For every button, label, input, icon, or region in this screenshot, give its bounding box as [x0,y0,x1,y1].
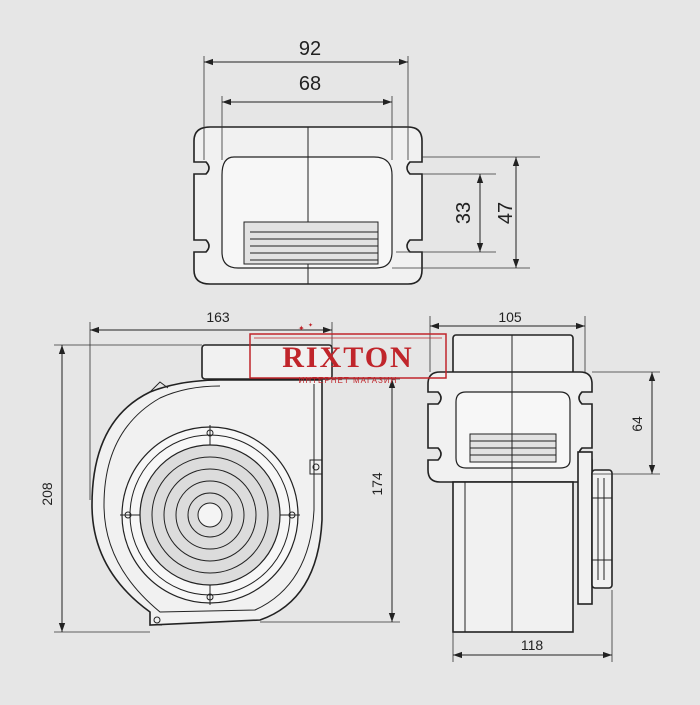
dimension-label-33: 33 [453,202,475,224]
dimension-top-outer-height: 47 [392,156,540,269]
dimension-side-width: 105 [429,309,586,372]
dimension-side-depth: 118 [452,590,613,662]
dimension-top-inner-height: 33 [396,173,496,253]
housing-corner [149,381,169,393]
dimension-label-68: 68 [299,73,321,95]
dimension-front-outlet-height: 174 [260,378,400,623]
scroll-inner-line [103,384,315,613]
rixton-watermark-logo: RIXTON ИНТЕРНЕТ МАГАЗИН ✦ ✦ [249,322,447,385]
dimension-label-208: 208 [39,482,55,506]
watermark-brand: RIXTON [282,341,413,374]
dimension-side-outlet-height: 64 [592,371,660,475]
motor-housing [591,469,613,589]
bottom-mount-hole [153,616,161,624]
dimension-label-47: 47 [495,202,517,224]
watermark-subtitle: ИНТЕРНЕТ МАГАЗИН [299,376,398,385]
dimension-label-92: 92 [299,38,321,60]
intake-hub [197,502,223,528]
dimension-label-163: 163 [206,309,230,325]
dimension-top-inner-width: 68 [221,73,393,160]
side-housing-body [452,481,574,633]
side-view-blower [427,334,613,633]
dimension-label-118: 118 [521,637,544,653]
dimension-front-height: 208 [39,344,202,633]
mount-hole-right [288,511,296,519]
dimension-label-64: 64 [629,416,645,432]
motor-plate [577,451,593,605]
outlet-grille [243,221,379,265]
mount-hole-top [206,429,214,437]
svg-text:✦: ✦ [298,324,305,333]
svg-text:✦: ✦ [308,322,313,329]
dimension-front-width: 163 [89,309,333,500]
top-view-outlet-flange [193,126,423,285]
housing-tab [309,459,323,475]
side-outlet-block [452,334,574,378]
front-view-blower [91,344,333,626]
mount-hole-left [124,511,132,519]
dimension-label-174: 174 [369,472,385,496]
mount-hole-bottom [206,593,214,601]
dimension-top-outer-width: 92 [203,38,409,160]
dimension-label-105: 105 [498,309,522,325]
